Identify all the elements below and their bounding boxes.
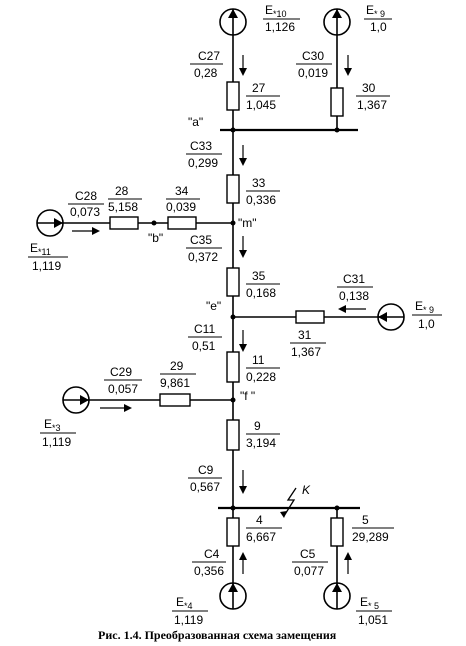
coef-c28-value: 0,073 (70, 205, 100, 219)
source-e10 (219, 8, 247, 36)
resistor-33-num: 33 (252, 176, 266, 190)
resistor-33-value: 0,336 (246, 193, 276, 207)
resistor-31 (295, 310, 325, 324)
coef-c5-label: C5 (300, 547, 316, 561)
figure-caption: Рис. 1.4. Преобразованная схема замещени… (98, 628, 337, 642)
source-e5-name: E* 5 (360, 595, 379, 611)
resistor-28-value: 5,158 (108, 200, 138, 214)
resistor-34-num: 34 (175, 184, 189, 198)
coef-c33-label: C33 (190, 139, 212, 153)
resistor-4-num: 4 (256, 513, 263, 527)
source-e10-value: 1,126 (265, 20, 295, 34)
coef-c30-value: 0,019 (298, 66, 328, 80)
node-f-label: "f " (240, 389, 255, 403)
fault-label-k: K (302, 483, 311, 497)
resistor-11-num: 11 (252, 353, 265, 367)
resistor-30-value: 1,367 (357, 98, 387, 112)
resistor-29-num: 29 (170, 359, 184, 373)
resistor-28 (109, 216, 139, 230)
resistor-5-num: 5 (362, 513, 369, 527)
source-e9-top (323, 8, 351, 36)
source-e4-name: E*4 (176, 595, 193, 611)
source-e11-name: E*11 (30, 241, 51, 257)
resistor-30-num: 30 (362, 81, 376, 95)
resistor-11-value: 0,228 (246, 370, 276, 384)
coef-c11-label: C11 (194, 322, 215, 336)
resistor-34 (167, 216, 197, 230)
resistor-29-value: 9,861 (160, 376, 190, 390)
fault-arrow-icon (280, 487, 297, 518)
resistor-30 (330, 87, 344, 117)
source-e4 (219, 582, 247, 610)
source-e9-mid-name: E* 9 (415, 299, 434, 315)
resistor-5-value: 29,289 (352, 530, 389, 544)
source-e9-top-name: E* 9 (366, 3, 385, 19)
source-e3 (62, 386, 90, 414)
source-e9-top-value: 1,0 (370, 20, 387, 34)
coef-c28-label: C28 (75, 189, 97, 203)
source-e4-value: 1,119 (174, 613, 203, 627)
node-a-label: "a" (188, 115, 203, 129)
resistor-5 (330, 517, 344, 547)
resistor-4-value: 6,667 (246, 530, 276, 544)
coef-c11-value: 0,51 (192, 339, 216, 353)
resistor-9 (226, 419, 240, 451)
resistor-4 (226, 517, 240, 547)
resistor-31-num: 31 (298, 328, 312, 342)
coef-c33-value: 0,299 (188, 156, 218, 170)
resistor-9-value: 3,194 (246, 436, 276, 450)
resistor-11 (226, 351, 240, 383)
coef-c29-value: 0,057 (108, 382, 138, 396)
node-m-label: "m" (238, 216, 257, 230)
resistor-27 (226, 81, 240, 111)
resistor-29 (159, 393, 191, 407)
resistor-34-value: 0,039 (166, 200, 196, 214)
source-e3-name: E*3 (44, 417, 61, 433)
resistor-33 (226, 174, 240, 204)
resistor-27-value: 1,045 (246, 98, 276, 112)
resistor-28-num: 28 (115, 184, 129, 198)
source-e11 (36, 209, 64, 237)
resistor-35-value: 0,168 (246, 286, 276, 300)
node-b-label: "b" (148, 231, 163, 245)
coef-c35-value: 0,372 (188, 250, 218, 264)
source-e9-mid-value: 1,0 (418, 317, 435, 331)
coef-c27-label: C27 (198, 49, 220, 63)
coef-c31-value: 0,138 (339, 289, 369, 303)
source-e5-value: 1,051 (358, 613, 388, 627)
resistor-35 (226, 267, 240, 297)
resistor-31-value: 1,367 (291, 345, 321, 359)
coef-c35-label: C35 (190, 233, 212, 247)
source-e10-name: E*10 (265, 3, 287, 19)
source-e9-mid (377, 303, 405, 331)
coef-c9-label: C9 (198, 463, 214, 477)
coef-c30-label: C30 (302, 49, 324, 63)
coef-c4-label: C4 (204, 547, 220, 561)
resistor-9-num: 9 (254, 419, 261, 433)
coef-c9-value: 0,567 (190, 480, 220, 494)
resistor-27-num: 27 (252, 81, 266, 95)
coef-c5-value: 0,077 (294, 564, 324, 578)
source-e11-value: 1,119 (32, 259, 61, 273)
node-e-label: "e" (206, 299, 221, 313)
coef-c29-label: C29 (110, 365, 132, 379)
source-e3-value: 1,119 (42, 435, 71, 449)
resistor-35-num: 35 (252, 269, 266, 283)
coef-c4-value: 0,356 (194, 564, 224, 578)
coef-c31-label: C31 (343, 272, 365, 286)
source-e5 (323, 582, 351, 610)
coef-c27-value: 0,28 (194, 66, 218, 80)
